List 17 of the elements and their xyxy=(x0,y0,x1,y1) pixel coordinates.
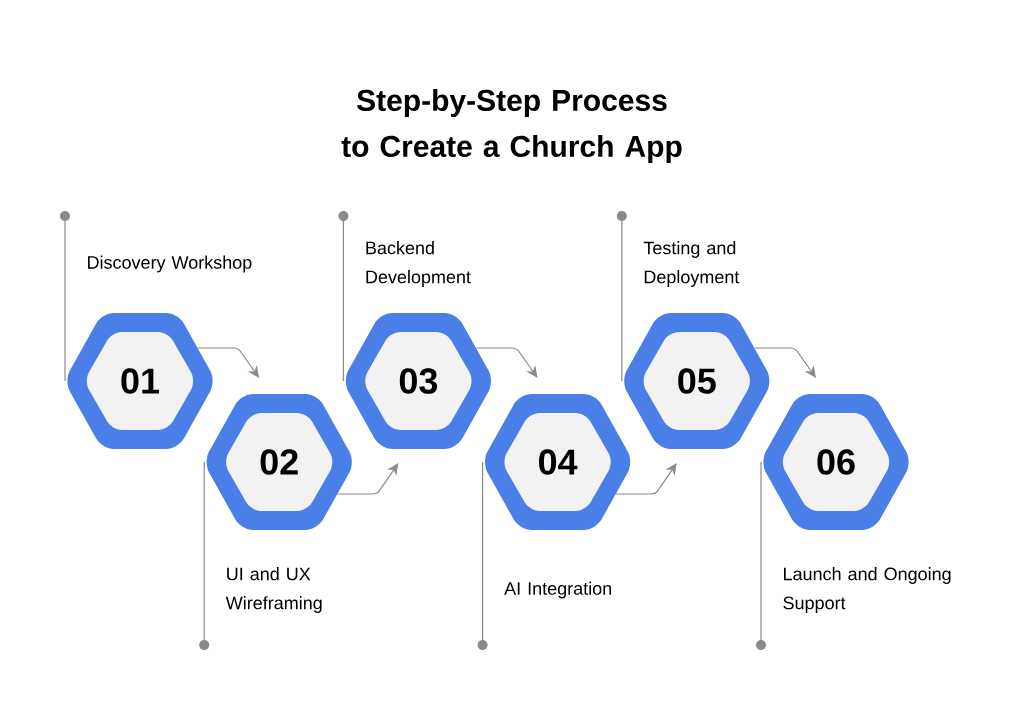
hexagon: 05 xyxy=(624,313,770,449)
step-label: UI and UX Wireframing xyxy=(225,567,322,613)
step-label: AI Integration xyxy=(504,581,612,599)
hexagon: 06 xyxy=(763,394,909,530)
hexagon: 01 xyxy=(67,313,213,449)
step-label: Launch and Ongoing Support xyxy=(783,567,951,613)
step-label: Backend Development xyxy=(366,241,471,287)
hexagon: 02 xyxy=(206,394,352,530)
arrow xyxy=(615,463,677,495)
hexagon: 04 xyxy=(485,394,631,530)
step-label: Discovery Workshop xyxy=(88,255,252,273)
step-label: Testing and Deployment xyxy=(643,241,740,287)
hexagon: 03 xyxy=(345,313,491,449)
arrow xyxy=(336,463,399,495)
arrow xyxy=(754,347,816,378)
title: Step-by-Step Process to Create a Church App xyxy=(341,89,682,163)
arrow xyxy=(475,347,538,378)
